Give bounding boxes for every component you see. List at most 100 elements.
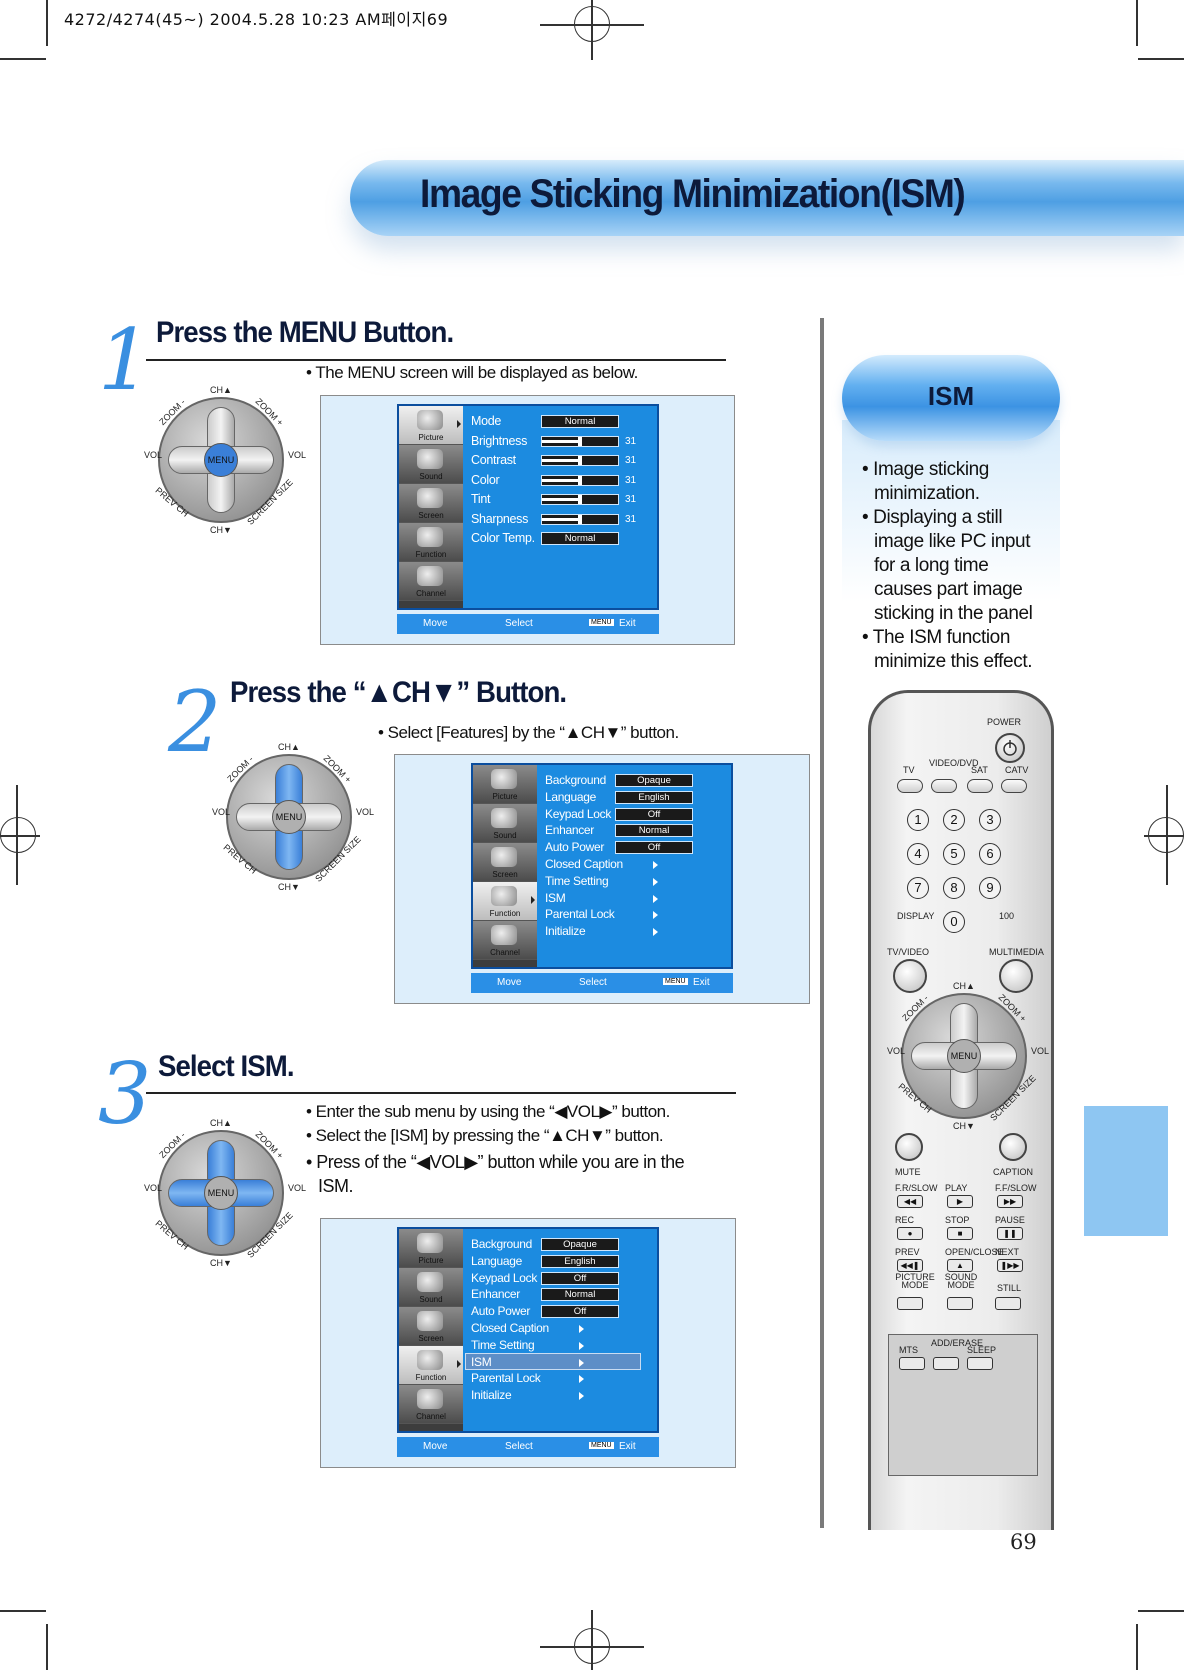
- side-menu-item[interactable]: Channel: [473, 921, 537, 960]
- side-menu-label: Screen: [418, 511, 444, 520]
- power-button[interactable]: [995, 733, 1025, 763]
- ism-bullet-line: for a long time: [874, 555, 989, 576]
- picture-mode-button[interactable]: [897, 1297, 923, 1310]
- side-menu-item[interactable]: Picture: [399, 406, 463, 445]
- transport-button[interactable]: ■: [947, 1227, 973, 1240]
- menu-row-label[interactable]: Auto Power: [545, 840, 605, 855]
- menu-row-label[interactable]: ISM: [471, 1354, 492, 1369]
- digit-button[interactable]: 6: [979, 843, 1001, 865]
- menu-row-label[interactable]: Color Temp.: [471, 531, 535, 545]
- digit-button[interactable]: 2: [943, 809, 965, 831]
- digit-button[interactable]: 7: [907, 877, 929, 899]
- sound-mode-button[interactable]: [947, 1297, 973, 1310]
- transport-button[interactable]: ❚▶▶: [997, 1259, 1023, 1272]
- tv-video-button[interactable]: [893, 959, 927, 993]
- side-menu-item[interactable]: Sound: [399, 1268, 463, 1307]
- menu-row-label[interactable]: Keypad Lock: [545, 806, 612, 821]
- sat-button[interactable]: [967, 779, 993, 793]
- side-menu-item[interactable]: Screen: [399, 1307, 463, 1346]
- menu-row-label[interactable]: Brightness: [471, 433, 528, 448]
- side-menu-item[interactable]: Function: [399, 1346, 463, 1385]
- submenu-arrow-icon: [579, 1375, 584, 1384]
- transport-button[interactable]: ◀◀: [897, 1195, 923, 1208]
- menu-row-label[interactable]: Enhancer: [471, 1287, 520, 1302]
- side-menu-item[interactable]: Channel: [399, 562, 463, 601]
- sleep-button[interactable]: [967, 1357, 993, 1370]
- side-menu-item[interactable]: Function: [473, 882, 537, 921]
- video-dvd-button[interactable]: [931, 779, 957, 793]
- menu-row-label[interactable]: Initialize: [545, 924, 586, 939]
- digit-button[interactable]: 0: [943, 911, 965, 933]
- step-title: Select ISM.: [158, 1050, 295, 1083]
- menu-row-label[interactable]: ISM: [545, 890, 566, 905]
- menu-row-label[interactable]: Time Setting: [471, 1337, 535, 1352]
- mute-button[interactable]: [895, 1133, 923, 1161]
- menu-row-label[interactable]: Tint: [471, 492, 491, 506]
- side-menu-item[interactable]: Channel: [399, 1385, 463, 1424]
- ism-bullet-line: sticking in the panel: [874, 603, 1033, 624]
- menu-row-label[interactable]: Mode: [471, 414, 502, 428]
- digit-button[interactable]: 3: [979, 809, 1001, 831]
- caption-button[interactable]: [999, 1133, 1027, 1161]
- transport-button[interactable]: ❚❚: [997, 1227, 1023, 1240]
- menu-row-label[interactable]: Closed Caption: [471, 1321, 549, 1335]
- value-slider[interactable]: [541, 435, 619, 447]
- transport-label: NEXT: [995, 1247, 1020, 1257]
- add-erase-button[interactable]: [933, 1357, 959, 1370]
- screen-icon: [417, 1311, 443, 1331]
- still-button[interactable]: [995, 1297, 1021, 1310]
- menu-row-label[interactable]: Parental Lock: [471, 1371, 541, 1386]
- side-menu-item[interactable]: Sound: [473, 804, 537, 843]
- transport-button[interactable]: ▶: [947, 1195, 973, 1208]
- digit-button[interactable]: 1: [907, 809, 929, 831]
- menu-row-label[interactable]: Auto Power: [471, 1304, 531, 1319]
- crop-mark: [1138, 58, 1184, 60]
- step-divider: [146, 359, 726, 361]
- menu-row-label[interactable]: Time Setting: [545, 873, 609, 888]
- menu-row-label[interactable]: Language: [545, 789, 596, 804]
- digit-button[interactable]: 4: [907, 843, 929, 865]
- transport-button[interactable]: ▲: [947, 1259, 973, 1272]
- value-slider[interactable]: [541, 474, 619, 486]
- step-number: 3: [98, 1045, 152, 1143]
- menu-row-label[interactable]: Color: [471, 472, 500, 487]
- value-slider[interactable]: [541, 455, 619, 466]
- digit-button[interactable]: 8: [943, 877, 965, 899]
- menu-row-label[interactable]: Background: [471, 1237, 533, 1251]
- side-menu-item[interactable]: Function: [399, 523, 463, 562]
- digit-button[interactable]: 5: [943, 843, 965, 865]
- menu-row-label[interactable]: Parental Lock: [545, 907, 615, 922]
- menu-row-label[interactable]: Contrast: [471, 453, 516, 467]
- ism-bullet-line: • The ISM function: [862, 627, 1011, 648]
- remote-dpad: MENU CH▲ CH▼ ZOOM - ZOOM + VOL VOL PREV …: [144, 1118, 307, 1268]
- menu-row-label[interactable]: Initialize: [471, 1388, 512, 1403]
- tv-button[interactable]: [897, 779, 923, 793]
- transport-button[interactable]: ●: [897, 1227, 923, 1240]
- side-menu-item[interactable]: Picture: [473, 765, 537, 804]
- power-icon: [1003, 740, 1017, 756]
- menu-button[interactable]: MENU: [204, 1176, 238, 1210]
- transport-button[interactable]: ◀◀❚: [897, 1259, 923, 1272]
- multimedia-button[interactable]: [999, 959, 1033, 993]
- menu-row-label[interactable]: Closed Caption: [545, 857, 623, 871]
- menu-row-label[interactable]: Sharpness: [471, 511, 529, 526]
- value-slider[interactable]: [541, 513, 619, 525]
- transport-button[interactable]: ▶▶: [997, 1195, 1023, 1208]
- side-menu-item[interactable]: Picture: [399, 1229, 463, 1268]
- side-menu-item[interactable]: Screen: [473, 843, 537, 882]
- menu-row-label[interactable]: Language: [471, 1253, 522, 1268]
- menu-row-highlight: [465, 1352, 641, 1370]
- menu-button[interactable]: MENU: [947, 1039, 981, 1073]
- side-menu-item[interactable]: Sound: [399, 445, 463, 484]
- catv-button[interactable]: [1001, 779, 1027, 793]
- menu-button[interactable]: MENU: [204, 443, 238, 477]
- digit-button[interactable]: 9: [979, 877, 1001, 899]
- menu-row-label[interactable]: Enhancer: [545, 823, 594, 838]
- side-menu-item[interactable]: Screen: [399, 484, 463, 523]
- value-slider[interactable]: [541, 494, 619, 505]
- menu-row-label[interactable]: Background: [545, 773, 607, 787]
- menu-row-label[interactable]: Keypad Lock: [471, 1270, 538, 1285]
- menu-button[interactable]: MENU: [272, 800, 306, 834]
- mts-button[interactable]: [899, 1357, 925, 1370]
